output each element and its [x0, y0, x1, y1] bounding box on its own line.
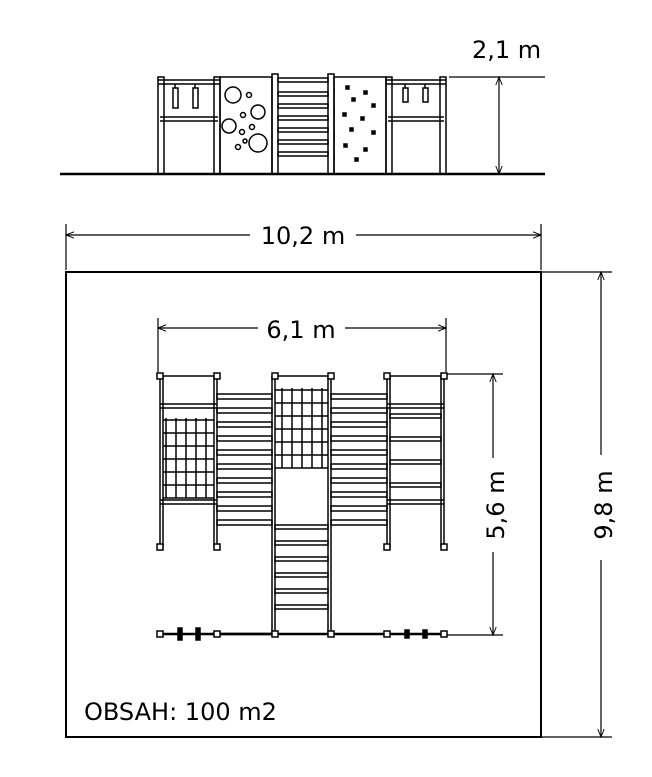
plank — [330, 435, 388, 442]
plank — [330, 449, 388, 456]
bar-grip — [404, 629, 410, 639]
rung — [389, 436, 442, 442]
overall-depth-dimension: 9,8 m — [541, 272, 618, 737]
post — [383, 543, 391, 551]
elevation-module-hole-wall — [219, 76, 273, 175]
plank — [330, 477, 388, 484]
post — [440, 543, 448, 551]
plank — [330, 519, 388, 526]
post — [213, 630, 221, 638]
post — [156, 630, 164, 638]
plank — [216, 393, 273, 400]
height-dimension: 2,1 m — [449, 36, 545, 174]
plank — [216, 435, 273, 442]
plank — [216, 407, 273, 414]
plank — [330, 393, 388, 400]
post — [440, 372, 448, 380]
structure-depth-dimension: 5,6 m — [446, 374, 510, 635]
structure-depth-label: 5,6 m — [482, 470, 510, 539]
height-label: 2,1 m — [472, 36, 541, 64]
bar-grip — [177, 627, 183, 641]
post — [156, 372, 164, 380]
rung — [274, 556, 329, 562]
rung — [274, 524, 329, 530]
rung — [274, 588, 329, 594]
elevation-module-left — [157, 76, 221, 175]
overall-width-dimension: 10,2 m — [66, 222, 541, 270]
elevation-module-ladder — [271, 73, 335, 175]
plank — [216, 491, 273, 498]
rung — [389, 413, 442, 419]
post — [213, 372, 221, 380]
elevation-module-grip-wall — [333, 76, 387, 175]
overall-depth-label: 9,8 m — [590, 470, 618, 539]
bar-grip — [422, 629, 428, 639]
post — [440, 630, 448, 638]
plank — [330, 463, 388, 470]
plank — [216, 477, 273, 484]
post — [327, 630, 335, 638]
post — [213, 543, 221, 551]
post — [383, 372, 391, 380]
plank — [330, 407, 388, 414]
plank — [216, 505, 273, 512]
plank — [216, 519, 273, 526]
elevation-view: 2,1 m — [60, 36, 545, 176]
post — [156, 543, 164, 551]
play-structure-plan — [156, 372, 448, 641]
plan-view: 10,2 m 9,8 m 6,1 m 5,6 m — [65, 222, 618, 738]
rung — [274, 540, 329, 546]
post — [271, 372, 279, 380]
rung — [389, 482, 442, 488]
plank — [216, 463, 273, 470]
area-label: OBSAH: 100 m2 — [84, 698, 277, 726]
plank — [330, 505, 388, 512]
post — [383, 630, 391, 638]
rung — [274, 604, 329, 610]
overall-width-label: 10,2 m — [261, 222, 345, 250]
safety-area-border — [65, 271, 542, 738]
plank — [216, 421, 273, 428]
structure-width-dimension: 6,1 m — [158, 316, 446, 372]
plank — [330, 421, 388, 428]
bar-grip — [195, 627, 201, 641]
plank — [216, 449, 273, 456]
post — [327, 372, 335, 380]
structure-width-label: 6,1 m — [266, 316, 335, 344]
elevation-module-right — [385, 76, 447, 175]
plank — [330, 491, 388, 498]
rung — [389, 459, 442, 465]
post — [271, 630, 279, 638]
rung — [274, 572, 329, 578]
